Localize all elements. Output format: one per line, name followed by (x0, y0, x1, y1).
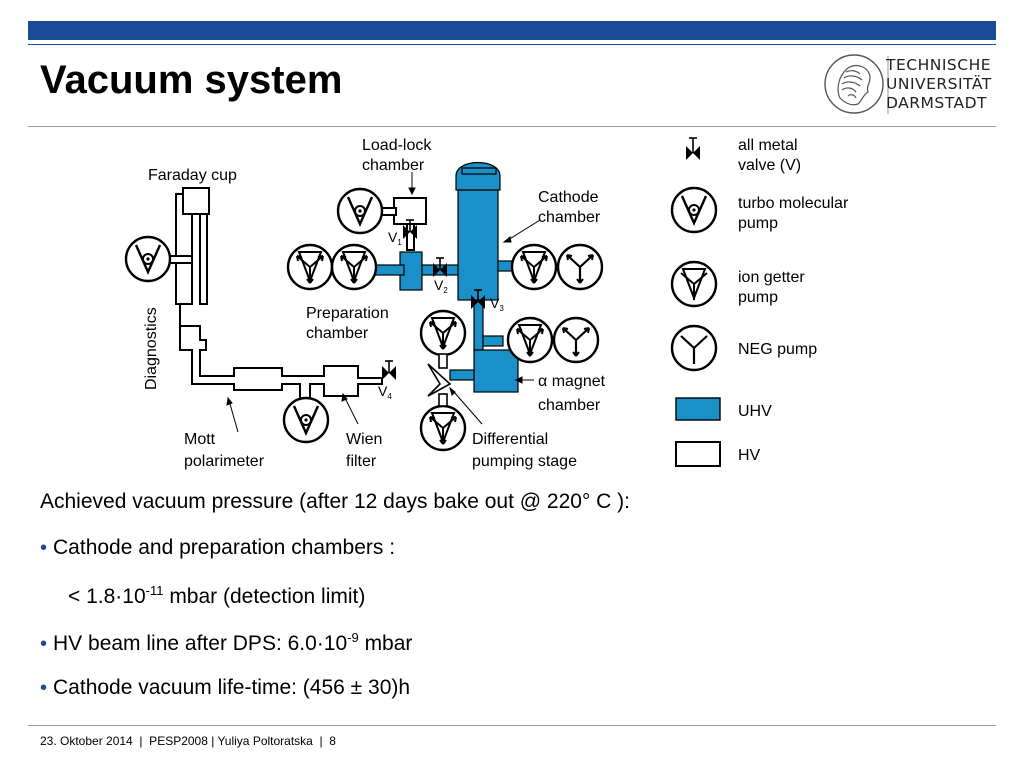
valve-label: V2 (434, 277, 448, 295)
neg-pump-icon (670, 324, 718, 372)
bullet-item: •Cathode and preparation chambers : (40, 536, 396, 559)
legend-label: all metal (738, 137, 798, 154)
bullet-icon: • (40, 677, 48, 699)
label-load-lock: chamber (362, 157, 425, 174)
footer-divider (28, 725, 996, 726)
header-bar (28, 21, 996, 40)
bullet-icon: • (40, 633, 48, 655)
valve-label: V3 (490, 295, 504, 313)
ion-getter-pump-icon (506, 316, 554, 364)
ion-getter-pump-icon (510, 243, 558, 291)
legend-label: turbo molecular (738, 195, 849, 212)
label-wien: Wien (346, 431, 382, 448)
label-mott: Mott (184, 431, 216, 448)
logo-line: DARMSTADT (886, 94, 988, 112)
hv-swatch-icon (675, 441, 721, 467)
legend-label: NEG pump (738, 341, 817, 358)
turbo-pump-icon (670, 186, 718, 234)
header-rule (28, 44, 996, 45)
logo-line: TECHNISCHE (886, 56, 992, 74)
label-magnet: chamber (538, 397, 601, 414)
label-cathode: chamber (538, 209, 601, 226)
ion-getter-pump-icon (419, 404, 467, 452)
uhv-swatch-icon (675, 397, 721, 421)
logo-line: UNIVERSITÄT (886, 75, 992, 93)
header-divider (28, 126, 996, 127)
ion-getter-pump-icon (330, 243, 378, 291)
label-mott: polarimeter (184, 453, 265, 470)
label-preparation: chamber (306, 325, 369, 342)
label-load-lock: Load-lock (362, 137, 432, 154)
bullet-item: •Cathode vacuum life-time: (456 ± 30)h (40, 676, 411, 699)
diagram-legend: all metal valve (V) turbo molecular pump… (670, 137, 849, 467)
label-faraday-cup: Faraday cup (148, 167, 237, 184)
sub-bullet-item: < 1.8·10-11 mbar (detection limit) (68, 583, 366, 608)
turbo-pump-icon (282, 396, 330, 444)
label-preparation: Preparation (306, 305, 389, 322)
valve-icon (686, 137, 700, 160)
label-dps: pumping stage (472, 453, 577, 470)
legend-label: valve (V) (738, 157, 801, 174)
ion-getter-pump-icon (286, 243, 334, 291)
bullet-icon: • (40, 537, 48, 559)
label-dps: Differential (472, 431, 548, 448)
label-cathode: Cathode (538, 189, 599, 206)
turbo-pump-icon (336, 187, 384, 235)
neg-pump-icon (556, 243, 604, 291)
logo-text: TECHNISCHE UNIVERSITÄT DARMSTADT (886, 56, 992, 113)
turbo-pump-icon (124, 235, 172, 283)
legend-label: HV (738, 447, 761, 464)
legend-label: pump (738, 289, 778, 306)
label-magnet: α magnet (538, 373, 606, 390)
label-wien: filter (346, 453, 377, 470)
label-diagnostics: Diagnostics (143, 307, 160, 390)
ion-getter-pump-icon (419, 309, 467, 357)
intro-text: Achieved vacuum pressure (after 12 days … (40, 490, 631, 513)
legend-label: UHV (738, 403, 772, 420)
valve-label: V1 (388, 229, 402, 247)
valve-label: V4 (378, 383, 392, 401)
page-title: Vacuum system (40, 58, 343, 102)
ion-getter-pump-icon (670, 260, 718, 308)
legend-label: pump (738, 215, 778, 232)
footer-text: 23. Oktober 2014 | PESP2008 | Yuliya Pol… (40, 734, 336, 748)
neg-pump-icon (552, 316, 600, 364)
vacuum-system-diagram: Faraday cup Load-lock chamber Cathode ch… (124, 137, 606, 470)
tu-darmstadt-logo (824, 54, 889, 114)
bullet-item: •HV beam line after DPS: 6.0·10-9 mbar (40, 630, 413, 655)
legend-label: ion getter (738, 269, 805, 286)
valve-icon (381, 360, 397, 381)
